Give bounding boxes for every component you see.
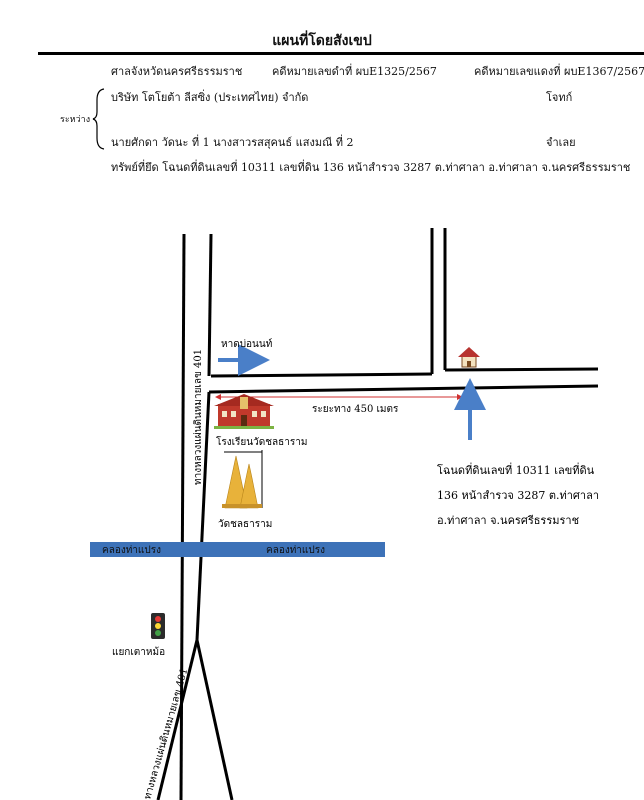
plaintiff-role: โจทก์ (546, 91, 573, 104)
highway-401-road (156, 233, 234, 800)
defendant-role: จำเลย (546, 136, 576, 149)
beach-label: หาดบ่อนนท์ (221, 338, 272, 350)
side-road (208, 228, 599, 394)
defendant-name: นายศักดา วัดนะ ที่ 1 นางสาวรสสุคนธ์ แสงม… (111, 136, 354, 149)
traffic-light-icon (151, 613, 165, 639)
canal-label-left: คลองท่าแปรง (102, 545, 161, 556)
red-case-number: คดีหมายเลขแดงที่ ผบE1367/2567 (474, 65, 644, 78)
between-label: ระหว่าง (60, 115, 91, 125)
highway-label-upper: ทางหลวงแผ่นดินหมายเลข 401 (193, 349, 204, 485)
school-icon (214, 394, 274, 429)
black-case-number: คดีหมายเลขดำที่ ผบE1325/2567 (272, 65, 437, 78)
title-rule (38, 52, 644, 55)
court-name: ศาลจังหวัดนครศรีธรรมราช (111, 65, 243, 78)
seized-property: ทรัพย์ที่ยึด โฉนดที่ดินเลขที่ 10311 เลขท… (111, 161, 631, 174)
canal-label-right: คลองท่าแปรง (266, 545, 325, 556)
distance-label: ระยะทาง 450 เมตร (312, 404, 399, 415)
parcel-label-line2: 136 หน้าสำรวจ 3287 ต.ท่าศาลา (437, 489, 599, 502)
temple-icon (222, 450, 263, 509)
parcel-label-line1: โฉนดที่ดินเลขที่ 10311 เลขที่ดิน (437, 462, 595, 477)
parcel-label-line3: อ.ท่าศาลา จ.นครศรีธรรมราช (437, 514, 579, 527)
temple-label: วัดชลธาราม (218, 519, 272, 530)
school-label: โรงเรียนวัดชลธาราม (216, 435, 307, 448)
house-icon (458, 347, 480, 368)
intersection-label: แยกเตาหม้อ (112, 646, 165, 658)
map-title: แผนที่โดยสังเขป (272, 33, 372, 49)
brace (92, 88, 105, 150)
plaintiff-name: บริษัท โตโยต้า ลีสซิ่ง (ประเทศไทย) จำกัด (111, 91, 309, 104)
canal (90, 542, 385, 557)
highway-label-lower: ทางหลวงแผ่นดินหมายเลข 401 (142, 667, 190, 800)
